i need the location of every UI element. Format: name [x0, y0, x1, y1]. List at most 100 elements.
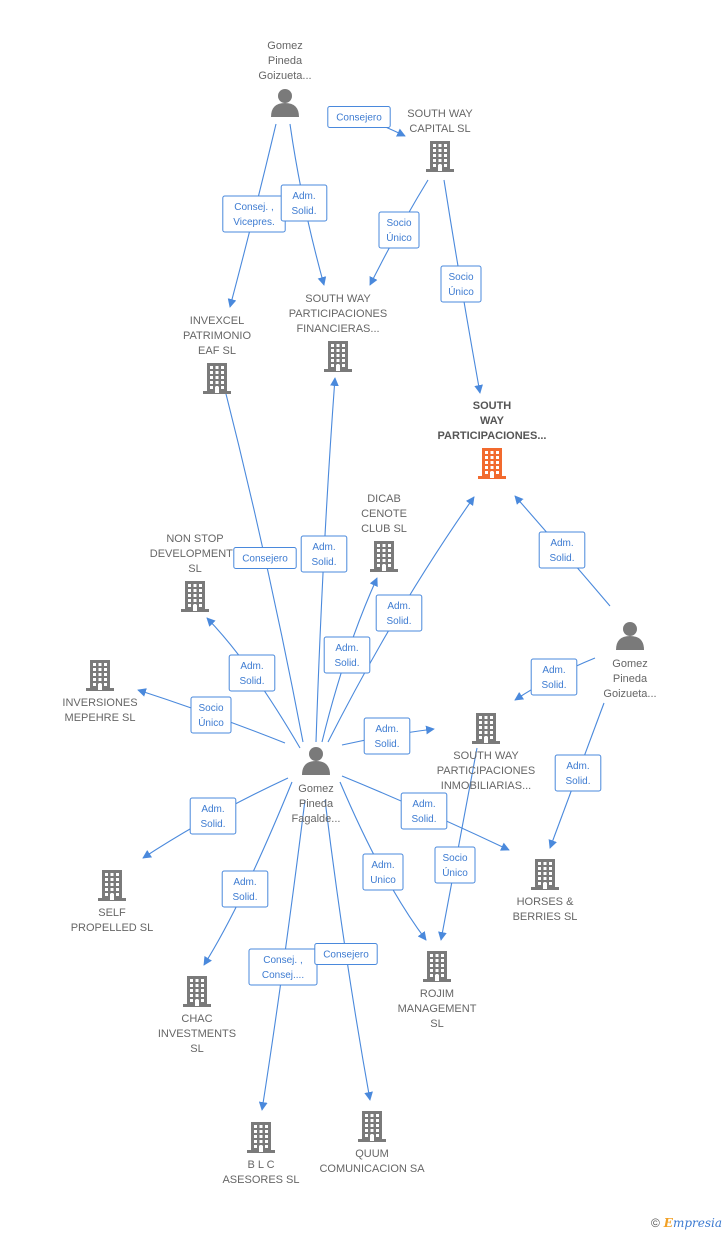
edge-role-label[interactable]: Adm.Solid. [189, 797, 237, 835]
edge-role-label[interactable]: Adm.Solid. [538, 531, 586, 569]
node-label-line: SOUTH WAY [453, 750, 519, 762]
edge-role-label[interactable]: Adm.Solid. [228, 654, 276, 692]
edge-label-text: Solid. [541, 680, 566, 691]
node-label-line: SL [190, 1043, 203, 1055]
node-label-line: PROPELLED SL [71, 922, 154, 934]
edge-label-text: Consejero [336, 113, 382, 124]
building-icon [324, 341, 352, 372]
node-horses[interactable]: HORSES &BERRIES SL [513, 859, 578, 923]
edge-role-label[interactable]: Adm. Solid. [530, 658, 578, 696]
node-label-line: Fagalde... [292, 813, 341, 825]
edge-label-box [440, 265, 482, 303]
node-label-line: MEPEHRE SL [65, 712, 136, 724]
node-gpg2[interactable]: GomezPinedaGoizueta... [603, 622, 657, 700]
node-nonstop[interactable]: NON STOP DEVELOPMENTS SL [150, 533, 240, 612]
edge-label-text: Socio [442, 853, 467, 864]
node-label-line: EAF SL [198, 345, 236, 357]
node-label-line: PARTICIPACIONES [289, 308, 387, 320]
edge-label-box [327, 106, 391, 128]
node-label-line: CENOTE [361, 508, 407, 520]
node-gpg1[interactable]: GomezPinedaGoizueta... [258, 40, 312, 117]
node-label-line: INVERSIONES [62, 697, 137, 709]
node-swpf[interactable]: SOUTH WAYPARTICIPACIONESFINANCIERAS... [289, 293, 387, 372]
node-label-line: DEVELOPMENTS [150, 548, 240, 560]
edge-role-label[interactable]: Adm.Solid. [300, 535, 348, 573]
edge-role-label[interactable]: Adm.Solid. [554, 754, 602, 792]
edge-label-text: Consej. , [263, 955, 302, 966]
edge-label-text: Solid. [565, 776, 590, 787]
edge-role-label[interactable]: Consej. ,Vicepres. [222, 195, 286, 233]
edge-label-text: Solid. [549, 553, 574, 564]
edge-label-box [554, 754, 602, 792]
node-swpi[interactable]: SOUTH WAYPARTICIPACIONESINMOBILIARIAS... [437, 713, 535, 792]
node-label-line: SL [188, 563, 201, 575]
edge-label-box [314, 943, 378, 965]
edge-label-text: Consejero [323, 950, 369, 961]
edge-label-box [190, 696, 232, 734]
edge-role-label[interactable]: Adm. Solid. [221, 870, 269, 908]
edge-label-text: Adm. [312, 542, 335, 553]
building-icon [478, 448, 506, 479]
edge-role-label[interactable]: Adm.Solid. [375, 594, 423, 632]
node-label-line: CLUB SL [361, 523, 407, 535]
edge-label-box [323, 636, 371, 674]
edge-role-label[interactable]: Consejero [327, 106, 391, 128]
edge-role-label[interactable]: Adm.Unico [362, 853, 404, 891]
edge-label-box [375, 594, 423, 632]
node-label-line: QUUM [355, 1148, 389, 1160]
node-swp[interactable]: SOUTHWAYPARTICIPACIONES... [438, 400, 547, 479]
edge-role-label[interactable]: Consejero [233, 547, 297, 569]
edge-label-text: Solid. [411, 814, 436, 825]
building-icon [247, 1122, 275, 1153]
edge-label-text: Socio [448, 272, 473, 283]
edge-label-text: Adm. [412, 799, 435, 810]
node-label-line: PARTICIPACIONES... [438, 430, 547, 442]
node-label-line: Pineda [268, 55, 303, 67]
node-label-line: SOUTH WAY [407, 108, 473, 120]
edge-role-label[interactable]: Consej. , Consej.... [248, 948, 318, 986]
node-gpf[interactable]: GomezPinedaFagalde... [292, 747, 341, 825]
edge-label-text: Socio [198, 703, 223, 714]
edge-label-text: Vicepres. [233, 217, 275, 228]
edge-role-label[interactable]: Adm.Solid. [323, 636, 371, 674]
edge-label-text: Unico [370, 875, 396, 886]
building-icon [358, 1111, 386, 1142]
edge-role-label[interactable]: Adm.Solid. [363, 717, 411, 755]
node-label-line: PARTICIPACIONES [437, 765, 535, 777]
edge-label-box [233, 547, 297, 569]
edge-role-label[interactable]: Consejero [314, 943, 378, 965]
edge-label-text: Solid. [239, 676, 264, 687]
edge-label-text: Adm. [375, 724, 398, 735]
node-label-line: Pineda [613, 673, 648, 685]
edge-label-text: Solid. [232, 892, 257, 903]
edge-role-label[interactable]: Adm.Solid. [280, 184, 328, 222]
node-inversiones[interactable]: INVERSIONES MEPEHRE SL [62, 660, 138, 724]
edge-label-text: Socio [386, 218, 411, 229]
edge-label-text: Consej.... [262, 970, 304, 981]
building-icon [370, 541, 398, 572]
edge-label-text: Adm. [542, 665, 565, 676]
edge-label-box [189, 797, 237, 835]
node-label-line: Gomez [267, 40, 302, 52]
edge-label-text: Adm. [335, 643, 358, 654]
empresia-logo[interactable]: Empresia [663, 1216, 722, 1230]
edge-label-text: Adm. [233, 877, 256, 888]
edge-label-box [378, 211, 420, 249]
node-label-line: NON STOP [166, 533, 223, 545]
edge-label-text: Adm. [387, 601, 410, 612]
edge-label-text: Adm. [201, 804, 224, 815]
edge-role-label[interactable]: Adm. Solid. [400, 792, 448, 830]
